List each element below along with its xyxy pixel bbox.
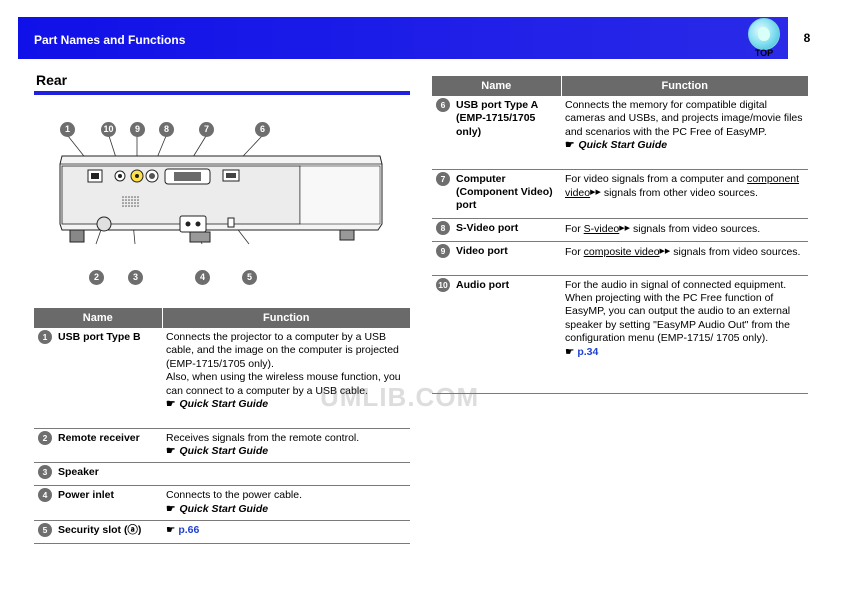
callout-4: 4 — [195, 270, 210, 285]
function-text: Connects the memory for compatible digit… — [565, 99, 803, 138]
part-name: Audio port — [456, 278, 510, 291]
page-reference-link[interactable]: ☛ p.66 — [166, 524, 200, 537]
function-text: When projecting with the PC Free functio… — [565, 291, 791, 345]
item-number: 2 — [38, 430, 52, 445]
item-number: 4 — [38, 488, 52, 503]
function-text: Receives signals from the remote control… — [166, 431, 360, 444]
callout-2: 2 — [89, 270, 104, 285]
projector-rear-diagram: 1 10 9 8 7 6 2 3 4 5 — [40, 112, 400, 292]
table-row: 3 Speaker — [34, 462, 410, 487]
pointing-hand-icon: ☛ — [166, 502, 176, 515]
top-label: TOP — [754, 48, 774, 58]
part-name: S-Video port — [456, 221, 519, 234]
callout-6: 6 — [255, 122, 270, 137]
pointing-hand-icon: ☛ — [166, 444, 176, 457]
table-row: 1 USB port Type B Connects the projector … — [34, 328, 410, 429]
reference-link[interactable]: ☛Quick Start Guide — [166, 398, 269, 411]
pointing-hand-icon: ☛ — [565, 345, 575, 358]
header-bar: Part Names and Functions — [18, 17, 788, 59]
section-rule — [34, 91, 410, 95]
page-reference-link[interactable]: ☛ p.34 — [565, 345, 599, 358]
item-number: 8 — [436, 220, 450, 235]
glossary-link[interactable]: component video — [565, 172, 800, 199]
pointing-hand-icon: ☛ — [166, 398, 176, 411]
callout-1: 1 — [60, 122, 75, 137]
parts-table-right: Name Function 6 USB port Type A (EMP-1715… — [432, 76, 808, 394]
function-text: Connects to the power cable. — [166, 489, 302, 502]
globe-icon — [748, 18, 780, 50]
item-number: 9 — [436, 243, 450, 258]
item-number: 5 — [38, 523, 52, 538]
pointing-hand-icon: ☛ — [166, 524, 176, 537]
part-name: Computer (Component Video) port — [456, 172, 553, 212]
projector-rear-illustration — [59, 135, 383, 245]
parts-table-left: Name Function 1 USB port Type B Connects … — [34, 308, 410, 545]
glossary-arrow-icon: ▶▶ — [619, 224, 631, 232]
table-row: 5 Security slot (ⓐ) ☛ p.66 — [34, 520, 410, 545]
item-number: 10 — [436, 277, 450, 292]
item-number: 3 — [38, 465, 52, 480]
part-name: Security slot (ⓐ) — [58, 524, 142, 537]
top-button[interactable]: TOP — [746, 18, 782, 58]
table-row: 2 Remote receiver Receives signals from t… — [34, 428, 410, 464]
table-row: 4 Power inlet Connects to the power cable… — [34, 485, 410, 522]
item-number: 7 — [436, 171, 450, 186]
reference-link[interactable]: ☛Quick Start Guide — [565, 139, 668, 152]
column-header-name: Name — [34, 308, 162, 328]
callout-8: 8 — [159, 122, 174, 137]
part-name: USB port Type A (EMP-1715/1705 only) — [456, 99, 538, 138]
callout-5: 5 — [242, 270, 257, 285]
function-text: For the audio in signal of connected equ… — [565, 278, 787, 291]
column-header-function: Function — [161, 308, 410, 328]
function-text: Also, when using the wireless mouse func… — [166, 371, 401, 397]
callout-9: 9 — [130, 122, 145, 137]
glossary-arrow-icon: ▶▶ — [659, 247, 671, 255]
part-name: Video port — [456, 244, 508, 257]
column-header-name: Name — [432, 76, 561, 96]
header-title: Part Names and Functions — [34, 33, 186, 47]
part-name: Remote receiver — [58, 431, 140, 444]
glossary-arrow-icon: ▶▶ — [590, 188, 601, 196]
callout-7: 7 — [199, 122, 214, 137]
part-name: Power inlet — [58, 489, 115, 502]
part-name: Speaker — [58, 466, 99, 479]
function-text: Connects the projector to a computer by … — [166, 331, 399, 370]
section-title: Rear — [36, 72, 68, 88]
watermark: UMLIB.COM — [320, 382, 480, 412]
glossary-link[interactable]: S-video — [583, 222, 620, 235]
part-name: USB port Type B — [58, 331, 141, 343]
reference-link[interactable]: ☛Quick Start Guide — [166, 502, 269, 515]
page-number: 8 — [803, 31, 811, 45]
reference-link[interactable]: ☛Quick Start Guide — [166, 444, 269, 457]
table-row: 10 Audio port For the audio in signal of … — [432, 275, 808, 394]
glossary-link[interactable]: composite video — [583, 245, 660, 258]
column-header-function: Function — [560, 76, 808, 96]
callout-10: 10 — [101, 122, 116, 137]
callout-3: 3 — [128, 270, 143, 285]
pointing-hand-icon: ☛ — [565, 139, 575, 152]
item-number: 6 — [436, 98, 450, 112]
item-number: 1 — [38, 330, 52, 344]
table-row: 6 USB port Type A (EMP-1715/1705 only) Co… — [432, 96, 808, 170]
